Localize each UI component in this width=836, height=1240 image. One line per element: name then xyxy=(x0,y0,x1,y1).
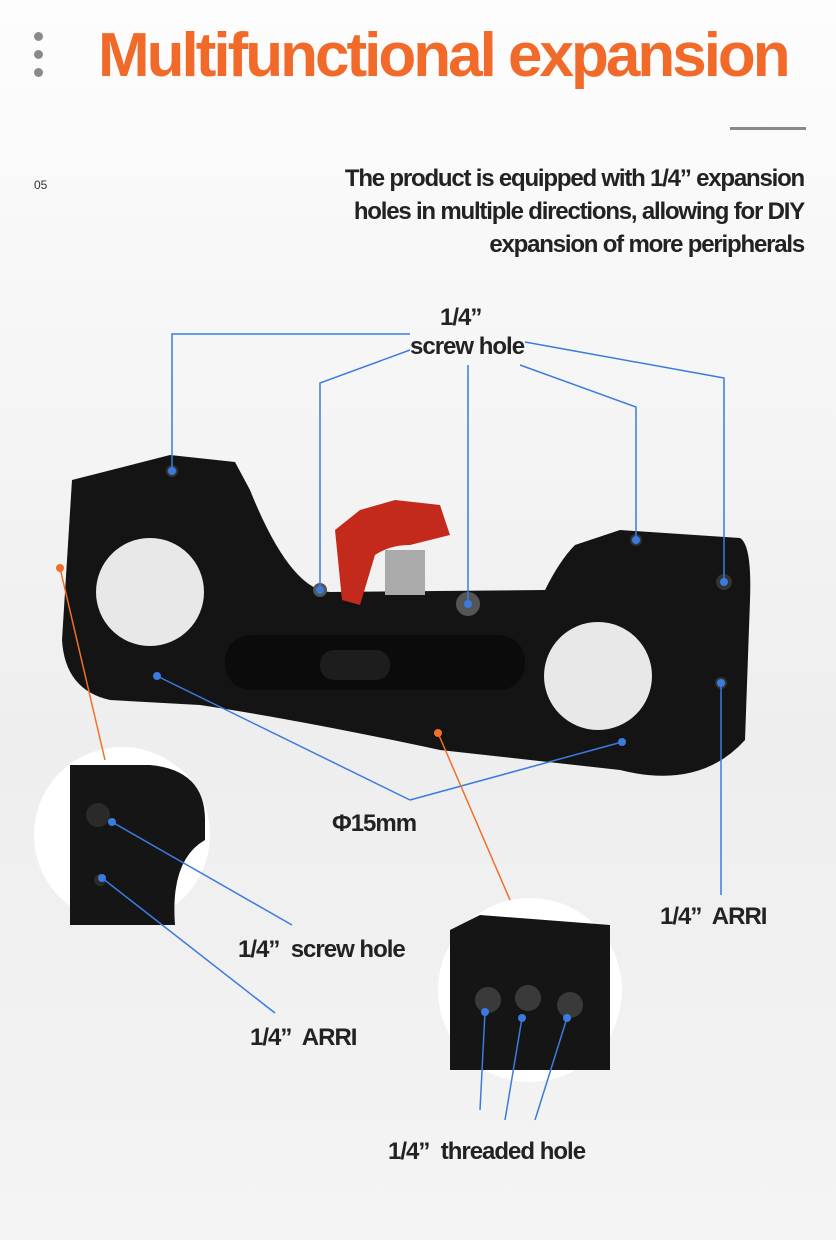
red-knob xyxy=(335,500,450,605)
leader-lines-blue xyxy=(101,333,725,1121)
menu-dot-icon xyxy=(34,68,43,77)
label-screw-hole-top-1: 1/4” xyxy=(440,304,482,331)
leader-dots-blue xyxy=(98,467,728,1022)
knob-shaft xyxy=(385,550,425,595)
menu-dot-icon xyxy=(34,32,43,41)
leader-lines-orange xyxy=(59,567,511,901)
description: The product is equipped with 1/4” expans… xyxy=(344,165,805,258)
inset-side-part xyxy=(70,765,205,925)
label-right-arri: 1/4” ARRI xyxy=(660,903,767,930)
divider xyxy=(730,127,806,130)
label-inset-arri: 1/4” ARRI xyxy=(250,1024,357,1051)
menu-dot-icon xyxy=(34,50,43,59)
label-threaded-hole: 1/4” threaded hole xyxy=(388,1138,586,1165)
label-inset-screw-hole: 1/4” screw hole xyxy=(238,936,406,963)
section-number: 05 xyxy=(34,178,48,192)
label-screw-hole-top-2: screw hole xyxy=(410,333,525,360)
label-diameter: Φ15mm xyxy=(332,810,417,837)
page-title: Multifunctional expansion xyxy=(98,21,791,90)
